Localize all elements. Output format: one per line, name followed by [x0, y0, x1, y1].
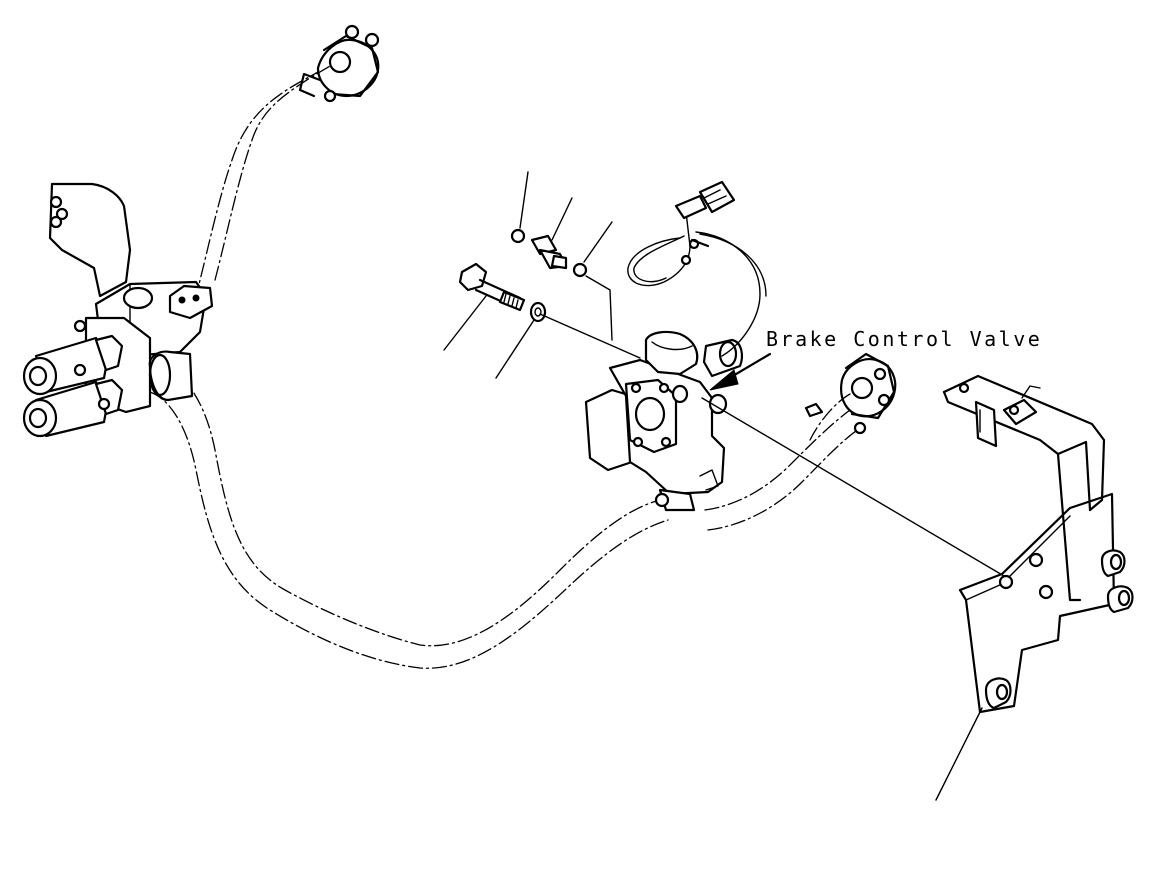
mounting-bracket — [942, 374, 1134, 714]
leader-lines — [443, 171, 1005, 801]
washer — [529, 301, 547, 323]
wiring-harness — [627, 180, 767, 357]
o-ring-upper — [510, 228, 526, 244]
pipe-right-end — [704, 393, 861, 531]
solenoid-upper — [22, 334, 124, 396]
callout-arrow — [709, 352, 772, 391]
brake-control-valve — [584, 330, 743, 512]
pressure-switch — [530, 234, 568, 270]
leader-o-ring-right — [583, 221, 613, 263]
leader-bracket — [935, 707, 983, 801]
assembly-line-switch — [585, 275, 613, 341]
right-flange-fitting — [804, 352, 897, 435]
left-valve-assembly — [22, 182, 214, 438]
pipe-lower-loop — [149, 359, 669, 669]
assembly-line-bracket — [701, 397, 1005, 577]
bolt — [458, 262, 526, 312]
assembly-line-bolt — [539, 313, 641, 359]
leader-bolt — [443, 295, 487, 351]
leader-pressure-switch — [551, 197, 573, 241]
leader-o-ring-upper — [519, 171, 529, 229]
leader-washer — [495, 319, 535, 379]
brake-control-valve-callout: Brake Control Valve — [766, 327, 1042, 351]
upper-flange-fitting — [298, 24, 380, 103]
o-ring-right — [572, 262, 588, 278]
pipe-upper-left — [194, 65, 331, 301]
